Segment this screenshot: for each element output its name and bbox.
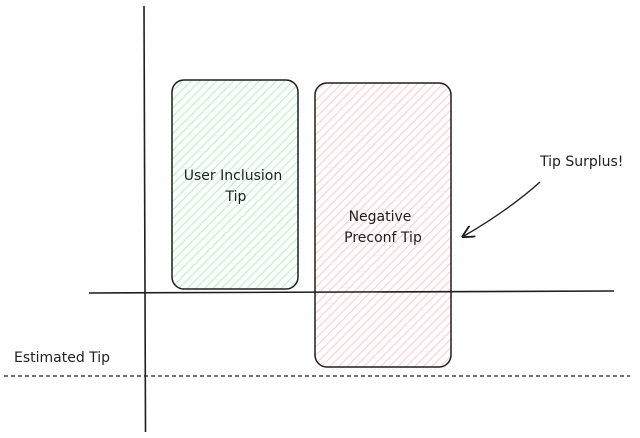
user-inclusion-tip-box: User Inclusion Tip <box>171 79 299 290</box>
negative-preconf-tip-box: Negative Preconf Tip <box>314 82 452 368</box>
user-inclusion-tip-label-line2: Tip <box>225 189 247 205</box>
negative-preconf-tip-label-line2: Preconf Tip <box>344 230 422 246</box>
tip-surplus-label: Tip Surplus! <box>539 154 623 170</box>
negative-preconf-tip-label-line1: Negative <box>349 209 412 225</box>
vertical-axis <box>143 5 147 433</box>
horizontal-baseline <box>88 290 615 294</box>
user-inclusion-tip-label-line1: User Inclusion <box>184 168 282 184</box>
estimated-tip-label: Estimated Tip <box>14 350 110 366</box>
tip-surplus-arrow <box>464 181 541 236</box>
